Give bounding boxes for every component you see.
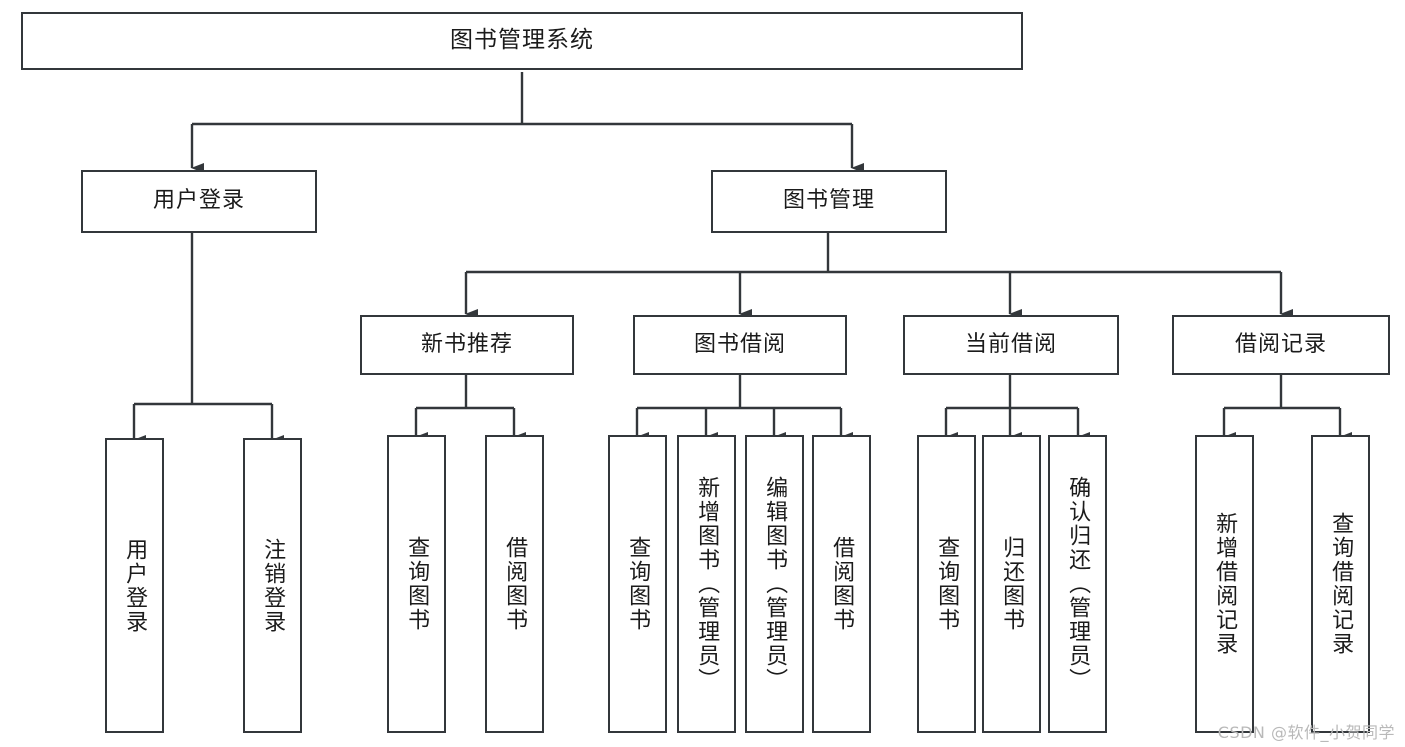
leaf-node-query-books-borrow[interactable]: 查询图书 [608, 435, 667, 733]
leaf-label: 用户登录 [122, 537, 148, 634]
leaf-label: 查询图书 [404, 536, 430, 632]
leaf-node-borrow-books[interactable]: 借阅图书 [812, 435, 871, 733]
leaf-label: 查询图书 [934, 536, 960, 632]
leaf-node-edit-book-admin[interactable]: 编辑图书（管理员） [745, 435, 804, 733]
node-new-book-recommendation[interactable]: 新书推荐 [360, 315, 574, 375]
leaf-node-logout[interactable]: 注销登录 [243, 438, 302, 733]
leaf-label: 查询图书 [625, 536, 651, 632]
node-book-borrowing[interactable]: 图书借阅 [633, 315, 847, 375]
leaf-node-return-books[interactable]: 归还图书 [982, 435, 1041, 733]
leaf-node-add-book-admin[interactable]: 新增图书（管理员） [677, 435, 736, 733]
leaf-node-query-books-current[interactable]: 查询图书 [917, 435, 976, 733]
leaf-label: 编辑图书（管理员） [762, 476, 788, 692]
leaf-node-add-borrow-record[interactable]: 新增借阅记录 [1195, 435, 1254, 733]
node-current-borrowing[interactable]: 当前借阅 [903, 315, 1119, 375]
leaf-node-query-books-recommend[interactable]: 查询图书 [387, 435, 446, 733]
node-user-login[interactable]: 用户登录 [81, 170, 317, 233]
leaf-node-query-borrow-record[interactable]: 查询借阅记录 [1311, 435, 1370, 733]
leaf-label: 查询借阅记录 [1328, 512, 1354, 656]
leaf-node-borrow-books-recommend[interactable]: 借阅图书 [485, 435, 544, 733]
leaf-label: 借阅图书 [829, 536, 855, 632]
leaf-label: 归还图书 [999, 536, 1025, 632]
node-root-book-management-system[interactable]: 图书管理系统 [21, 12, 1023, 70]
csdn-watermark: CSDN @软件_小贺同学 [1217, 723, 1395, 742]
leaf-node-user-login[interactable]: 用户登录 [105, 438, 164, 733]
leaf-label: 注销登录 [260, 537, 286, 634]
node-book-management[interactable]: 图书管理 [711, 170, 947, 233]
leaf-label: 确认归还（管理员） [1065, 476, 1091, 692]
leaf-label: 新增借阅记录 [1212, 512, 1238, 656]
leaf-node-confirm-return-admin[interactable]: 确认归还（管理员） [1048, 435, 1107, 733]
node-borrowing-record[interactable]: 借阅记录 [1172, 315, 1390, 375]
leaf-label: 新增图书（管理员） [694, 476, 720, 692]
leaf-label: 借阅图书 [502, 536, 528, 632]
